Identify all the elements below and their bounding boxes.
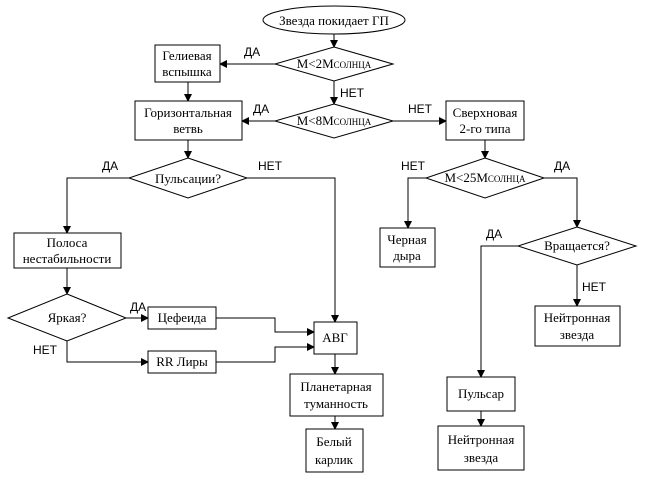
- svg-text:Цефеида: Цефеида: [158, 310, 207, 325]
- svg-text:Звезда покидает ГП: Звезда покидает ГП: [279, 13, 389, 28]
- svg-text:Горизонтальная: Горизонтальная: [144, 105, 232, 120]
- svg-text:RR Лиры: RR Лиры: [156, 354, 208, 369]
- svg-text:M<25MСОЛНЦА: M<25MСОЛНЦА: [444, 170, 526, 185]
- svg-text:Черная: Черная: [387, 232, 426, 247]
- svg-text:нестабильности: нестабильности: [23, 251, 112, 266]
- node-neutron-star-bottom: Нейтронная звезда: [437, 425, 525, 471]
- svg-text:2-го типа: 2-го типа: [460, 121, 511, 136]
- node-white-dwarf: Белый карлик: [305, 428, 364, 473]
- svg-text:Пульсации?: Пульсации?: [155, 171, 221, 186]
- label-m25-no: НЕТ: [401, 159, 426, 173]
- svg-text:Полоса: Полоса: [47, 235, 88, 250]
- arrow-bright-to-rr-lyrae: [66, 341, 149, 366]
- decision-bright: Яркая?: [6, 293, 128, 342]
- decision-mass-less-than-25-solar: M<25MСОЛНЦА: [424, 157, 546, 199]
- node-neutron-star-top: Нейтронная звезда: [534, 305, 621, 347]
- svg-text:M<8MСОЛНЦА: M<8MСОЛНЦА: [297, 113, 372, 128]
- node-type-ii-supernova: Сверхновая 2-го типа: [445, 100, 525, 141]
- arrow-m25-to-black-hole: [404, 177, 426, 229]
- svg-text:Сверхновая: Сверхновая: [453, 105, 518, 120]
- edge-labels: ДА НЕТ ДА НЕТ ДА НЕТ НЕТ ДА ДА НЕТ ДА НЕ…: [33, 45, 607, 357]
- label-bright-yes: ДА: [130, 300, 146, 314]
- svg-text:дыра: дыра: [393, 248, 421, 263]
- label-m8-no: НЕТ: [408, 102, 433, 116]
- label-m8-yes: ДА: [253, 102, 269, 116]
- label-pulsations-yes: ДА: [102, 159, 118, 173]
- node-instability-strip: Полоса нестабильности: [13, 232, 122, 269]
- arrow-rr-lyrae-to-agb: [216, 343, 315, 363]
- node-black-hole: Черная дыра: [379, 227, 436, 268]
- svg-text:звезда: звезда: [560, 327, 595, 342]
- svg-text:Белый: Белый: [316, 434, 351, 449]
- svg-text:Планетарная: Планетарная: [300, 379, 371, 394]
- connectors: [63, 34, 581, 430]
- node-horizontal-branch: Горизонтальная ветвь: [134, 100, 243, 141]
- node-helium-flash: Гелиевая вспышка: [154, 44, 221, 83]
- decision-mass-less-than-8-solar: M<8MСОЛНЦА: [273, 103, 395, 139]
- svg-text:Пульсар: Пульсар: [458, 386, 504, 401]
- arrow-pulsations-to-instability: [63, 177, 129, 234]
- svg-text:вспышка: вспышка: [162, 64, 212, 79]
- nodes: Звезда покидает ГП M<2MСОЛНЦА Гелиевая в…: [6, 5, 638, 473]
- decision-pulsations: Пульсации?: [127, 157, 249, 199]
- label-m2-no: НЕТ: [340, 86, 365, 100]
- svg-text:Вращается?: Вращается?: [544, 238, 610, 253]
- label-bright-no: НЕТ: [33, 343, 58, 357]
- svg-text:Нейтронная: Нейтронная: [448, 432, 515, 447]
- svg-text:Нейтронная: Нейтронная: [544, 310, 611, 325]
- arrow-m25-to-rotates: [544, 177, 581, 228]
- arrow-cepheid-to-agb: [216, 317, 315, 336]
- svg-text:Гелиевая: Гелиевая: [162, 48, 211, 63]
- label-rotates-no: НЕТ: [582, 280, 607, 294]
- label-rotates-yes: ДА: [486, 227, 502, 241]
- arrow-pulsations-to-agb: [247, 177, 339, 323]
- node-start: Звезда покидает ГП: [262, 5, 406, 35]
- svg-text:звезда: звезда: [464, 450, 499, 465]
- svg-text:АВГ: АВГ: [322, 330, 348, 345]
- label-pulsations-no: НЕТ: [258, 159, 283, 173]
- arrow-rotates-to-pulsar: [477, 245, 518, 378]
- node-agb: АВГ: [313, 321, 358, 355]
- svg-text:M<2MСОЛНЦА: M<2MСОЛНЦА: [297, 56, 372, 71]
- node-rr-lyrae: RR Лиры: [147, 350, 217, 374]
- label-m25-yes: ДА: [554, 159, 570, 173]
- node-pulsar: Пульсар: [446, 376, 516, 412]
- svg-text:карлик: карлик: [315, 452, 354, 467]
- svg-text:Яркая?: Яркая?: [48, 310, 87, 325]
- svg-text:туманность: туманность: [304, 396, 368, 411]
- node-cepheid: Цефеида: [147, 306, 217, 330]
- label-m2-yes: ДА: [244, 45, 260, 59]
- node-planetary-nebula: Планетарная туманность: [289, 373, 384, 417]
- svg-text:ветвь: ветвь: [173, 121, 203, 136]
- decision-mass-less-than-2-solar: M<2MСОЛНЦА: [273, 46, 395, 82]
- decision-rotates: Вращается?: [516, 226, 638, 266]
